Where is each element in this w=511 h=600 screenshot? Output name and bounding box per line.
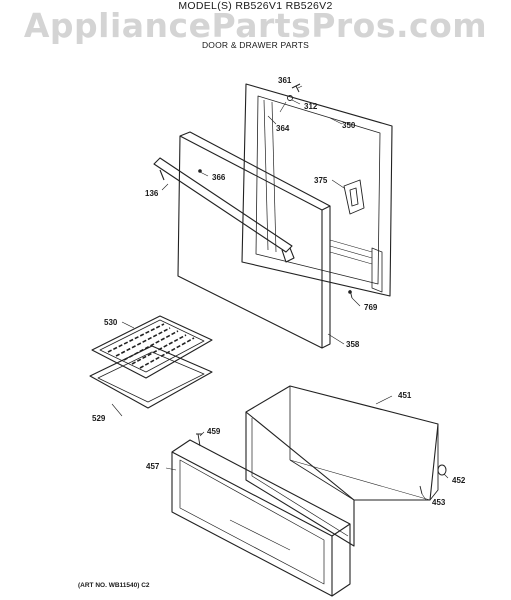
part-label-361: 361 — [278, 76, 292, 85]
inner-door-panel — [241, 83, 393, 297]
part-label-452: 452 — [452, 476, 466, 485]
section-title: DOOR & DRAWER PARTS — [201, 40, 310, 50]
washer-312 — [287, 95, 293, 101]
broil-rack — [91, 315, 213, 379]
part-label-358: 358 — [346, 340, 360, 349]
broil-pan — [89, 345, 213, 409]
part-label-530: 530 — [104, 318, 118, 327]
bracket-375 — [343, 179, 365, 215]
drawer-body — [245, 385, 439, 547]
watermark: AppliancePartsPros.com — [23, 6, 488, 45]
part-label-364: 364 — [276, 124, 290, 133]
part-label-769: 769 — [364, 303, 378, 312]
part-label-529: 529 — [92, 414, 106, 423]
part-label-366: 366 — [212, 173, 226, 182]
part-label-312: 312 — [304, 102, 318, 111]
part-label-136: 136 — [145, 189, 159, 198]
door-handle — [153, 157, 295, 263]
front-door-panel — [177, 131, 331, 349]
model-heading: MODEL(S) RB526V1 RB526V2 — [178, 0, 333, 12]
part-label-453: 453 — [432, 498, 446, 507]
part-label-457: 457 — [146, 462, 160, 471]
part-label-459: 459 — [207, 427, 221, 436]
part-label-451: 451 — [398, 391, 412, 400]
art-number: (ART NO. WB11540) C2 — [78, 582, 150, 589]
glide-452 — [437, 464, 447, 476]
part-label-350: 350 — [342, 121, 356, 130]
drawer-front — [171, 439, 351, 597]
screw-361 — [291, 83, 301, 93]
part-label-375: 375 — [314, 176, 328, 185]
